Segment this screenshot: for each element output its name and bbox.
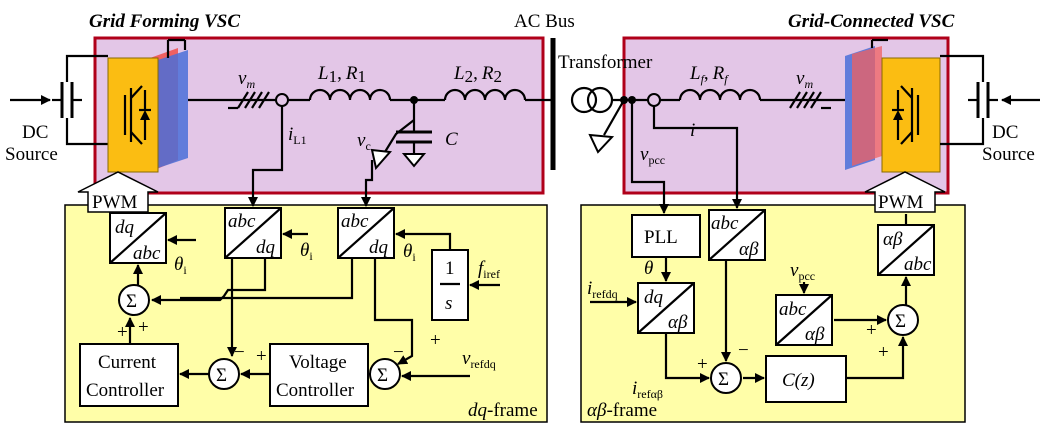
right-dc-source-label-1: DC — [992, 122, 1018, 143]
sign-plus-r2: + — [866, 320, 877, 341]
voltage-controller-box: Voltage Controller — [269, 343, 369, 407]
right-sum-error: Σ — [710, 362, 742, 394]
right-abc-to-alphabeta-vpcc-block: abc αβ — [775, 294, 833, 346]
svg-text:1: 1 — [445, 258, 455, 279]
svg-text:dq: dq — [369, 237, 389, 258]
iL1-label: iL1 — [288, 124, 307, 147]
ac-bus-label: AC Bus — [514, 11, 575, 32]
L2-R2-label: L2,R2 — [453, 63, 502, 86]
svg-text:αβ: αβ — [668, 312, 688, 333]
svg-text:dq: dq — [644, 287, 664, 308]
svg-text:abc: abc — [341, 211, 369, 232]
sign-plus-1: + — [117, 322, 128, 343]
svg-text:Σ: Σ — [895, 311, 906, 332]
left-abc-to-dq-voltage-block: abc dq — [337, 207, 395, 259]
svg-text:αβ: αβ — [805, 324, 825, 345]
right-dc-source: DC Source — [940, 54, 1040, 165]
irefab-label: irefαβ — [632, 378, 663, 401]
right-control-wiring — [590, 100, 911, 383]
right-pwm-label: PWM — [878, 192, 924, 213]
right-pwm-arrow: PWM — [864, 171, 946, 213]
svg-text:abc: abc — [711, 213, 739, 234]
svg-text:abc: abc — [779, 299, 807, 320]
left-control-wiring — [125, 106, 500, 381]
left-pwm-label: PWM — [92, 192, 138, 213]
transformer-label: Transformer — [558, 52, 653, 73]
sign-plus-2: + — [138, 317, 149, 338]
svg-text:dq: dq — [256, 237, 276, 258]
svg-text:s: s — [445, 293, 452, 314]
svg-text:Controller: Controller — [86, 380, 165, 401]
left-sum-voltage: Σ — [369, 358, 401, 390]
sign-plus-4: + — [430, 330, 441, 351]
svg-text:Current: Current — [98, 352, 157, 373]
svg-text:C(z): C(z) — [782, 370, 815, 391]
Lf-Rf-label: Lf,Rf — [689, 63, 729, 86]
svg-text:Voltage: Voltage — [289, 352, 347, 373]
svg-text:PLL: PLL — [644, 227, 678, 248]
right-power-line — [647, 88, 845, 110]
right-dq-to-alphabeta-block: dq αβ — [637, 282, 695, 334]
vm-label-right: vm — [796, 68, 813, 91]
vpcc-label-top: vpcc — [640, 144, 665, 167]
sign-minus-r1: − — [738, 340, 749, 361]
firef-label: firef — [478, 258, 500, 281]
dq-frame-label: dq-frame — [468, 400, 538, 421]
right-abc-to-alphabeta-block: abc αβ — [708, 209, 766, 261]
svg-text:Controller: Controller — [276, 380, 355, 401]
left-dc-source-label-1: DC — [22, 122, 48, 143]
svg-text:αβ: αβ — [739, 239, 759, 260]
right-alphabeta-to-abc-block: αβ abc — [877, 224, 935, 276]
left-dc-source-label-2: Source — [5, 144, 58, 165]
theta-label-right: θ — [644, 258, 653, 279]
svg-text:dq: dq — [115, 217, 135, 238]
theta-i-left-2: θi — [300, 240, 313, 263]
right-dc-source-label-2: Source — [982, 144, 1035, 165]
svg-text:abc: abc — [133, 243, 161, 264]
irefdq-label: irefdq — [587, 278, 618, 301]
svg-text:Σ: Σ — [126, 291, 137, 312]
left-dc-source: DC Source — [5, 54, 108, 165]
left-pwm-arrow: PWM — [77, 171, 159, 213]
right-igbt-block — [845, 38, 941, 173]
svg-text:αβ: αβ — [883, 229, 903, 250]
integrator-block: 1 s — [431, 249, 469, 321]
sign-plus-r3: + — [878, 342, 889, 363]
left-dq-to-abc-block: dq abc — [109, 212, 167, 264]
left-vsc-title: Grid Forming VSC — [89, 11, 240, 32]
vrefdq-label: vrefdq — [462, 348, 496, 371]
right-sum-output: Σ — [887, 304, 919, 336]
vc-label: vc — [357, 130, 371, 153]
left-abc-to-dq-current-block: abc dq — [224, 207, 282, 259]
sign-minus-1: − — [234, 342, 245, 363]
current-controller-box: Current Controller — [79, 343, 179, 407]
svg-text:Σ: Σ — [216, 365, 227, 386]
svg-text:Σ: Σ — [377, 365, 388, 386]
right-vsc-title: Grid-Connected VSC — [788, 11, 955, 32]
left-sum-pwm: Σ — [118, 284, 150, 316]
cz-block: C(z) — [765, 355, 847, 403]
sign-plus-3: + — [256, 346, 267, 367]
left-igbt-block — [107, 38, 188, 173]
transformer-symbol — [570, 86, 648, 154]
ab-frame-label: αβ-frame — [587, 400, 657, 421]
capacitor-label: C — [445, 129, 458, 150]
theta-i-left-3: θi — [403, 241, 416, 264]
i-label: i — [690, 120, 695, 141]
svg-text:abc: abc — [228, 211, 256, 232]
vm-label-left: vm — [238, 68, 255, 91]
L1-R1-label: L1,R1 — [317, 63, 366, 86]
svg-text:abc: abc — [904, 254, 932, 275]
left-sum-current: Σ — [208, 358, 240, 390]
pll-block: PLL — [631, 214, 701, 258]
sign-plus-r1: + — [697, 354, 708, 375]
theta-i-left-1: θi — [174, 254, 187, 277]
sign-minus-2: − — [393, 342, 404, 363]
left-power-line — [188, 88, 553, 171]
vpcc-label-bottom: vpcc — [790, 260, 815, 283]
svg-text:Σ: Σ — [718, 369, 729, 390]
